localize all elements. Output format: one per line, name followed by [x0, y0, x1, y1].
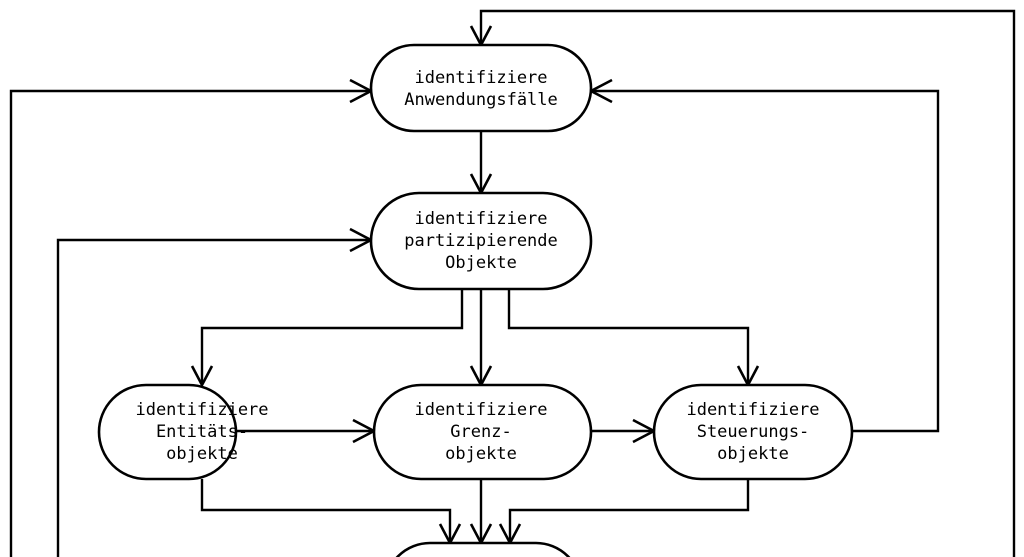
- node-participating-objects-shape: [369, 191, 593, 291]
- edge-participating-to-entity: [200, 289, 464, 384]
- node-participating-objects-label: identifiziere: [414, 209, 547, 229]
- node-control-objects-label-line2: Steuerungs-: [697, 422, 810, 442]
- node-entity-objects-label-line3: objekte: [166, 444, 238, 464]
- node-bottom-partial[interactable]: [385, 541, 581, 557]
- node-use-cases-label: identifiziere: [414, 68, 547, 88]
- edge-entity-to-bottom: [200, 479, 452, 542]
- edge-layer: [9, 9, 1016, 557]
- edge-control-feedback-to-usecases: [592, 89, 940, 433]
- node-use-cases[interactable]: identifiziere Anwendungsfälle: [369, 43, 593, 133]
- node-control-objects-shape: [652, 383, 854, 481]
- arrowhead-into-entity-top: [190, 365, 214, 388]
- node-control-objects-label: identifiziere: [686, 400, 819, 420]
- edge-bottom-left-feedback-to-usecases: [9, 89, 370, 557]
- edge-bottom-right-feedback-to-usecases: [479, 9, 1016, 557]
- node-use-cases-shape: [369, 43, 593, 133]
- node-participating-objects[interactable]: identifiziere partizipierende Objekte: [369, 191, 593, 291]
- node-participating-objects-label-line2: partizipierende: [404, 231, 558, 251]
- node-layer: identifiziere Anwendungsfälle identifizi…: [97, 43, 854, 557]
- node-boundary-objects-shape: [372, 383, 593, 481]
- edge-control-to-bottom: [508, 479, 750, 542]
- node-bottom-partial-shape: [395, 541, 571, 557]
- node-entity-objects-label: identifiziere: [135, 400, 268, 420]
- node-control-objects-label-line3: objekte: [717, 444, 789, 464]
- node-entity-objects-shape: [97, 383, 238, 481]
- edge-bottom-left-feedback-to-participating: [56, 238, 370, 557]
- node-entity-objects-label-line2: Entitäts-: [156, 422, 248, 442]
- node-entity-objects[interactable]: identifiziere Entitäts- objekte: [97, 383, 269, 481]
- node-boundary-objects-label-line2: Grenz-: [450, 422, 511, 442]
- node-boundary-objects[interactable]: identifiziere Grenz- objekte: [372, 383, 593, 481]
- node-boundary-objects-label: identifiziere: [414, 400, 547, 420]
- node-use-cases-label-line2: Anwendungsfälle: [404, 90, 558, 110]
- node-participating-objects-label-line3: Objekte: [445, 253, 517, 273]
- node-control-objects[interactable]: identifiziere Steuerungs- objekte: [652, 383, 854, 481]
- node-boundary-objects-label-line3: objekte: [445, 444, 517, 464]
- edge-participating-to-control: [507, 289, 750, 384]
